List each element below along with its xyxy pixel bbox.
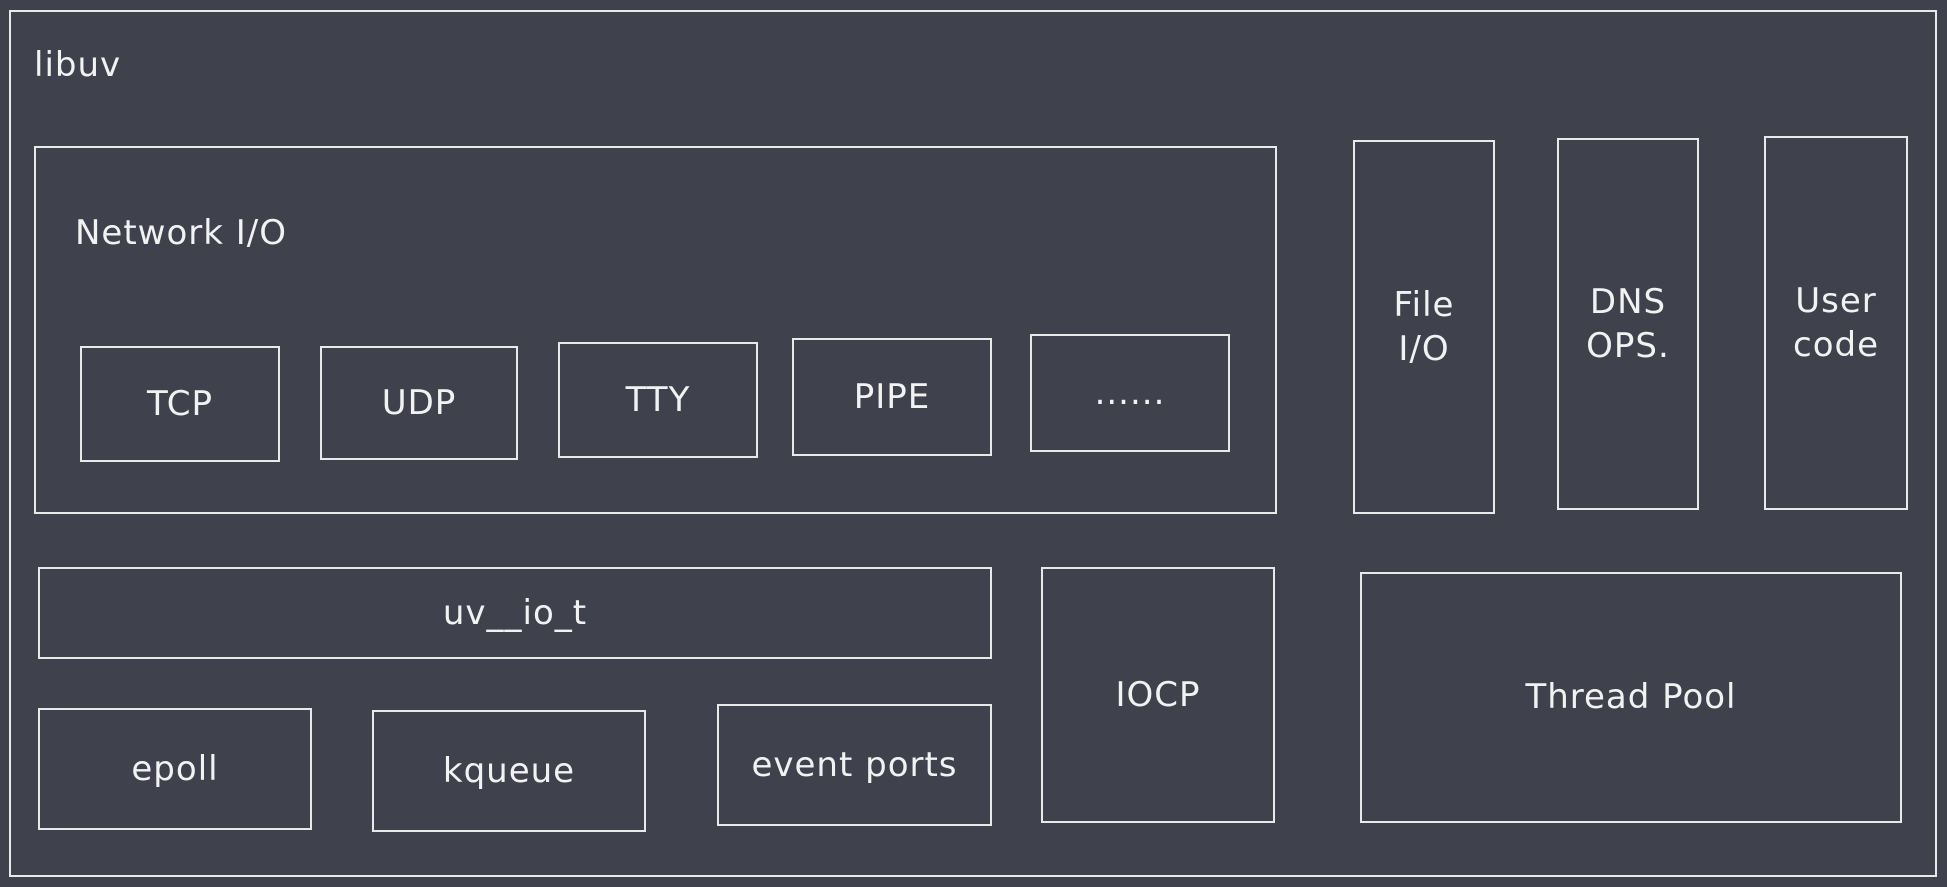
iocp-box: IOCP xyxy=(1041,567,1275,823)
pipe-box: PIPE xyxy=(792,338,992,456)
libuv-container xyxy=(9,10,1937,877)
kqueue-box: kqueue xyxy=(372,710,646,832)
libuv-label: libuv xyxy=(34,45,122,85)
tty-box: TTY xyxy=(558,342,758,458)
dns-ops-box: DNS OPS. xyxy=(1557,138,1699,510)
event-ports-box: event ports xyxy=(717,704,992,826)
tcp-box: TCP xyxy=(80,346,280,462)
thread-pool-box: Thread Pool xyxy=(1360,572,1902,823)
file-io-box: File I/O xyxy=(1353,140,1495,514)
uv-io-t-box: uv__io_t xyxy=(38,567,992,659)
user-code-box: User code xyxy=(1764,136,1908,510)
network-io-box xyxy=(34,146,1277,514)
epoll-box: epoll xyxy=(38,708,312,830)
more-protocols-box: ...... xyxy=(1030,334,1230,452)
network-io-label: Network I/O xyxy=(75,213,288,253)
udp-box: UDP xyxy=(320,346,518,460)
